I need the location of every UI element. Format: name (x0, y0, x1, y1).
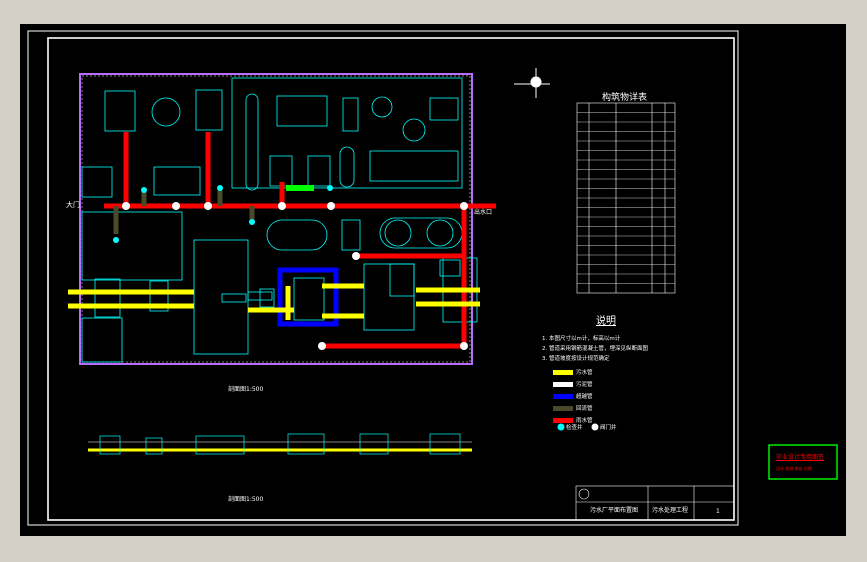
site-boundary (79, 73, 473, 365)
inner-frame (47, 37, 735, 521)
approval-stamp (768, 444, 838, 480)
section-title-2: 剖面图1:500 (228, 496, 264, 503)
valve-dots (113, 185, 333, 243)
blue-tank (277, 267, 339, 327)
table-rows (577, 112, 675, 284)
note-line: 2. 管道采用钢筋混凝土管，埋深见纵断面图 (542, 346, 648, 352)
gate-label: 大门 (66, 201, 80, 209)
site-plan-drawing (27, 30, 838, 526)
legend-valve-symbol (557, 423, 565, 431)
project-name: 污水处理工程 (652, 507, 689, 514)
yellow-pipes (68, 283, 480, 320)
notes-list: 1. 本图尺寸以m计，标高以m计 2. 管道采用钢筋混凝土管，埋深见纵断面图 3… (542, 334, 648, 364)
stamp-line: 设计 校对 审核 日期 (776, 466, 812, 471)
note-line: 1. 本图尺寸以m计，标高以m计 (542, 336, 621, 342)
red-pipes (104, 132, 496, 349)
olive-pipes (113, 190, 255, 234)
manhole-dots (122, 202, 468, 350)
legend-label: 污泥管 (576, 382, 593, 388)
legend-swatch (553, 418, 573, 423)
sheet-number: 1 (716, 508, 720, 515)
stamp-title: 毕业设计专用图签 (776, 454, 825, 461)
section-title-1: 剖面图1:500 (228, 386, 264, 393)
legend-swatch (553, 382, 573, 387)
green-marker (286, 185, 314, 191)
outlet-label: 出水口 (474, 209, 493, 216)
legend-swatch (553, 394, 573, 399)
legend-swatch (553, 370, 573, 375)
legend-label: 雨水管 (576, 418, 593, 424)
legend-swatch (553, 406, 573, 411)
cad-drawing-canvas: 构筑物详表 说明 大门 出水口 剖面图1:500 剖面图1:500 1. 本图尺… (20, 24, 846, 536)
legend-labels: 污水管 污泥管 超越管 回流管 雨水管 (576, 367, 593, 427)
section-profile (88, 433, 472, 455)
note-line: 3. 管道坡度按设计规范确定 (542, 356, 610, 362)
legend-symbol-label: 检查井 (566, 425, 583, 431)
outer-frame (27, 30, 739, 526)
upper-buildings (81, 77, 463, 251)
legend-label: 超越管 (576, 394, 593, 400)
legend-symbol-label: 阀门井 (600, 425, 617, 431)
title-block (575, 485, 735, 521)
legend-manhole-symbol (591, 423, 599, 431)
drawing-name: 污水厂平面布置图 (590, 507, 639, 514)
table-title: 构筑物详表 (602, 93, 648, 103)
legend-swatches (553, 370, 573, 423)
legend-label: 回流管 (576, 406, 593, 412)
legend-label: 污水管 (576, 370, 593, 376)
north-arrow (514, 68, 550, 98)
notes-title: 说明 (596, 316, 616, 327)
